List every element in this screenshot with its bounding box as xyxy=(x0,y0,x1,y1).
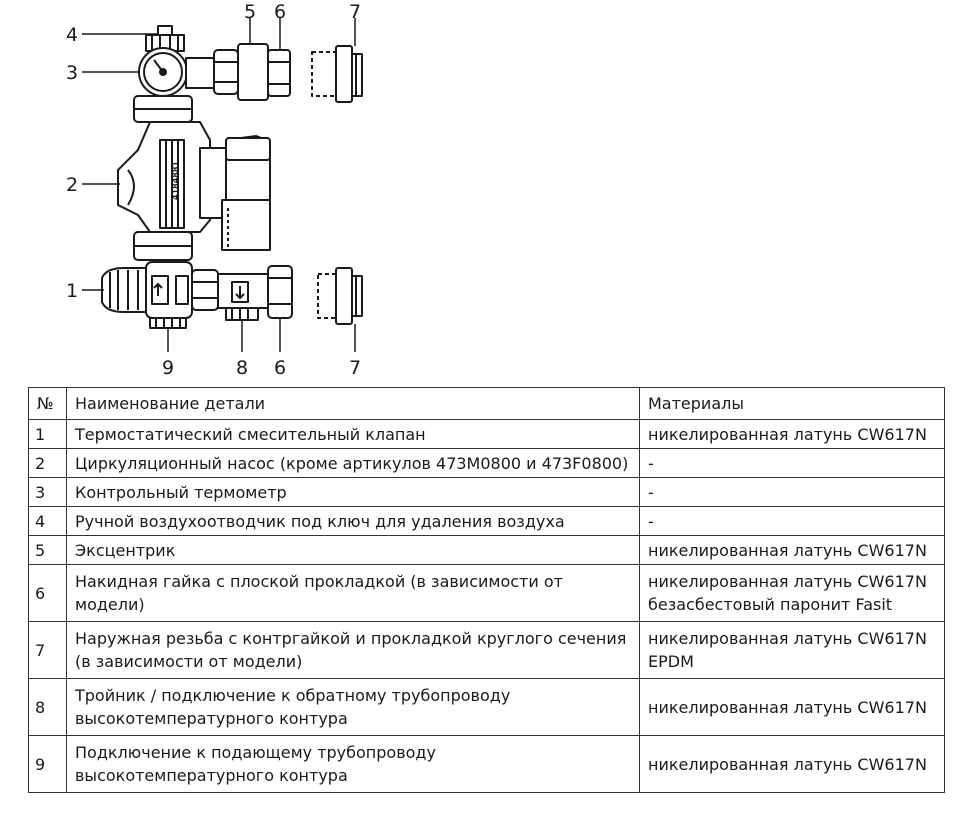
part-material: никелированная латунь CW617N xyxy=(639,419,945,449)
material-line: - xyxy=(648,453,654,473)
part-name-line: высокотемпературного контура xyxy=(75,709,348,728)
table-header-row: № Наименование детали Материалы xyxy=(28,387,945,420)
part-name-line: Накидная гайка с плоской прокладкой (в з… xyxy=(75,572,563,614)
header-number: № xyxy=(28,387,67,420)
part-material: никелированная латунь CW617N xyxy=(639,678,945,736)
table-row: 5 Эксцентрик никелированная латунь CW617N xyxy=(28,535,945,565)
row-number: 5 xyxy=(28,535,67,565)
part-name-line: Наружная резьба с контргайкой и прокладк… xyxy=(75,629,627,648)
parts-table: № Наименование детали Материалы 1 Термост… xyxy=(28,387,945,793)
part-name: Ручной воздухоотводчик под ключ для удал… xyxy=(66,506,640,536)
material-line: EPDM xyxy=(648,652,694,671)
row-number: 4 xyxy=(28,506,67,536)
row-number: 3 xyxy=(28,477,67,507)
table-row: 9 Подключение к подающему трубопроводу выс… xyxy=(28,735,945,793)
callout-8: 8 xyxy=(236,357,248,379)
callout-6-bottom: 6 xyxy=(274,357,286,379)
circulation-pump-part xyxy=(117,121,271,251)
material-line: - xyxy=(648,511,654,531)
part-material: никелированная латунь CW617N безасбестовы… xyxy=(639,564,945,622)
callout-6-top: 6 xyxy=(274,1,286,23)
mixing-valve-part xyxy=(101,261,193,319)
part-name-line: высокотемпературного контура xyxy=(75,766,348,785)
row-number: 6 xyxy=(28,564,67,622)
row-number: 9 xyxy=(28,735,67,793)
callout-1: 1 xyxy=(66,280,78,302)
table-row: 7 Наружная резьба с контргайкой и проклад… xyxy=(28,621,945,679)
material-line: никелированная латунь CW617N xyxy=(648,424,927,444)
part-name-line: Контрольный термометр xyxy=(75,482,287,502)
callout-3: 3 xyxy=(66,62,78,84)
callout-9: 9 xyxy=(162,357,174,379)
part-name-line: Эксцентрик xyxy=(75,540,176,560)
callout-4: 4 xyxy=(66,24,78,46)
table-row: 8 Тройник / подключение к обратному трубо… xyxy=(28,678,945,736)
callout-5: 5 xyxy=(244,1,256,23)
material-line: никелированная латунь CW617N xyxy=(648,629,927,648)
table-body: 1 Термостатический смесительный клапан ник… xyxy=(28,419,945,793)
part-name: Тройник / подключение к обратному трубоп… xyxy=(66,678,640,736)
row-number: 1 xyxy=(28,419,67,449)
part-name: Циркуляционный насос (кроме артикулов 47… xyxy=(66,448,640,478)
eccentric-part xyxy=(237,43,269,101)
part-name-line: Подключение к подающему трубопроводу xyxy=(75,743,436,762)
part-name-line: Циркуляционный насос (кроме артикулов 47… xyxy=(75,453,629,473)
part-name: Термостатический смесительный клапан xyxy=(66,419,640,449)
part-name: Контрольный термометр xyxy=(66,477,640,507)
row-number: 2 xyxy=(28,448,67,478)
part-material: - xyxy=(639,506,945,536)
part-name-line: Тройник / подключение к обратному трубоп… xyxy=(75,686,511,705)
table-row: 3 Контрольный термометр - xyxy=(28,477,945,507)
part-name: Подключение к подающему трубопроводу высо… xyxy=(66,735,640,793)
pump-marking: 4184881 xyxy=(171,161,180,200)
part-material: никелированная латунь CW617N EPDM xyxy=(639,621,945,679)
tee-part xyxy=(217,273,271,321)
part-material: - xyxy=(639,448,945,478)
callout-7-bottom: 7 xyxy=(349,357,361,379)
part-name-line: Ручной воздухоотводчик под ключ для удал… xyxy=(75,511,565,531)
part-material: никелированная латунь CW617N xyxy=(639,735,945,793)
leader-lines xyxy=(82,18,356,352)
pump-group-diagram: 1 2 3 4 5 6 7 8 6 7 9 4184881 xyxy=(66,1,363,379)
part-name-line: (в зависимости от модели) xyxy=(75,652,303,671)
row-number: 7 xyxy=(28,621,67,679)
material-line: никелированная латунь CW617N xyxy=(648,572,927,591)
part-name: Накидная гайка с плоской прокладкой (в з… xyxy=(66,564,640,622)
part-name-line: Термостатический смесительный клапан xyxy=(75,424,426,444)
part-name: Наружная резьба с контргайкой и прокладк… xyxy=(66,621,640,679)
thermometer-part xyxy=(138,47,188,97)
row-number: 8 xyxy=(28,678,67,736)
part-material: никелированная латунь CW617N xyxy=(639,535,945,565)
callout-2: 2 xyxy=(66,174,78,196)
table-row: 2 Циркуляционный насос (кроме артикулов 4… xyxy=(28,448,945,478)
table-row: 4 Ручной воздухоотводчик под ключ для уда… xyxy=(28,506,945,536)
material-line: никелированная латунь CW617N xyxy=(648,540,927,560)
thread-part-top xyxy=(311,45,363,103)
header-materials: Материалы xyxy=(639,387,945,420)
thread-part-bottom xyxy=(317,267,363,325)
material-line: никелированная латунь CW617N xyxy=(648,697,927,717)
callout-7-top: 7 xyxy=(349,1,361,23)
part-material: - xyxy=(639,477,945,507)
material-line: никелированная латунь CW617N xyxy=(648,754,927,774)
part-name: Эксцентрик xyxy=(66,535,640,565)
header-part-name: Наименование детали xyxy=(66,387,640,420)
table-row: 1 Термостатический смесительный клапан ник… xyxy=(28,419,945,449)
material-line: - xyxy=(648,482,654,502)
material-line: безасбестовый паронит Fasit xyxy=(648,595,893,614)
